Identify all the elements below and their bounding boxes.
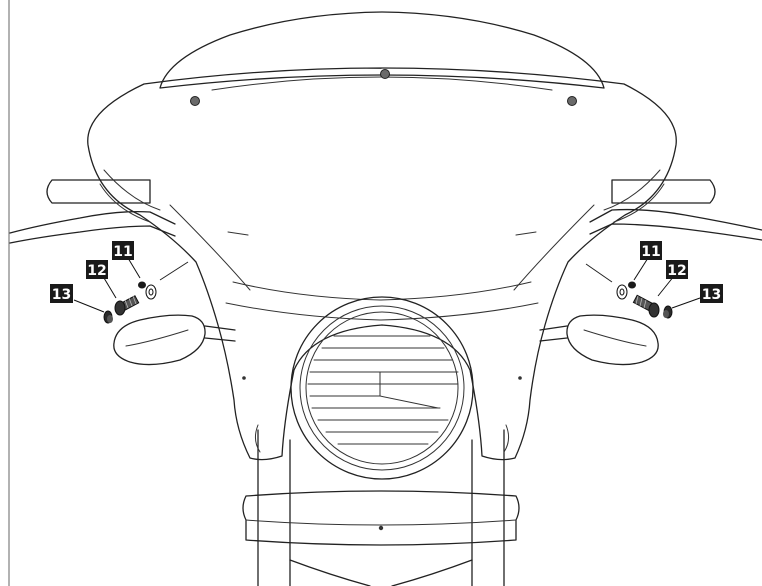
callout-right-11-text: 11 [641, 244, 660, 260]
fork-and-clamp [242, 429, 520, 586]
callout-left-12: 12 [86, 260, 108, 279]
assembly-axis-left [159, 261, 189, 281]
headlight-lens-lines [307, 335, 459, 445]
nut-right [663, 305, 673, 319]
handlebar-right [589, 179, 762, 241]
hardware-left [73, 257, 189, 324]
bolt-left [114, 295, 140, 316]
fairing-contours [99, 76, 665, 453]
callout-right-13-text: 13 [702, 287, 721, 303]
callout-left-13-text: 13 [52, 287, 71, 303]
hardware-right [585, 257, 701, 319]
clamp-bolt [378, 525, 384, 531]
callout-right-12: 12 [666, 260, 688, 279]
fairing-bolts [190, 69, 577, 380]
headlight [290, 296, 474, 480]
callout-left-12-text: 12 [87, 263, 106, 279]
callout-right-13: 13 [700, 284, 723, 303]
callout-left-11-text: 11 [113, 244, 132, 260]
callout-left-11: 11 [112, 241, 134, 260]
washer-right-hidden [628, 281, 636, 289]
washer-left-hidden [138, 281, 146, 289]
windshield [159, 11, 605, 89]
turn-signal-right [539, 314, 659, 366]
callout-right-11: 11 [640, 241, 662, 260]
turn-signal-left [113, 314, 236, 366]
handlebar-left [9, 179, 176, 244]
nut-left [103, 310, 113, 324]
callout-left-13: 13 [50, 284, 73, 303]
assembly-axis-right [585, 263, 613, 283]
fairing-body [87, 67, 677, 461]
bolt-right [632, 294, 660, 318]
callout-right-12-text: 12 [667, 263, 686, 279]
